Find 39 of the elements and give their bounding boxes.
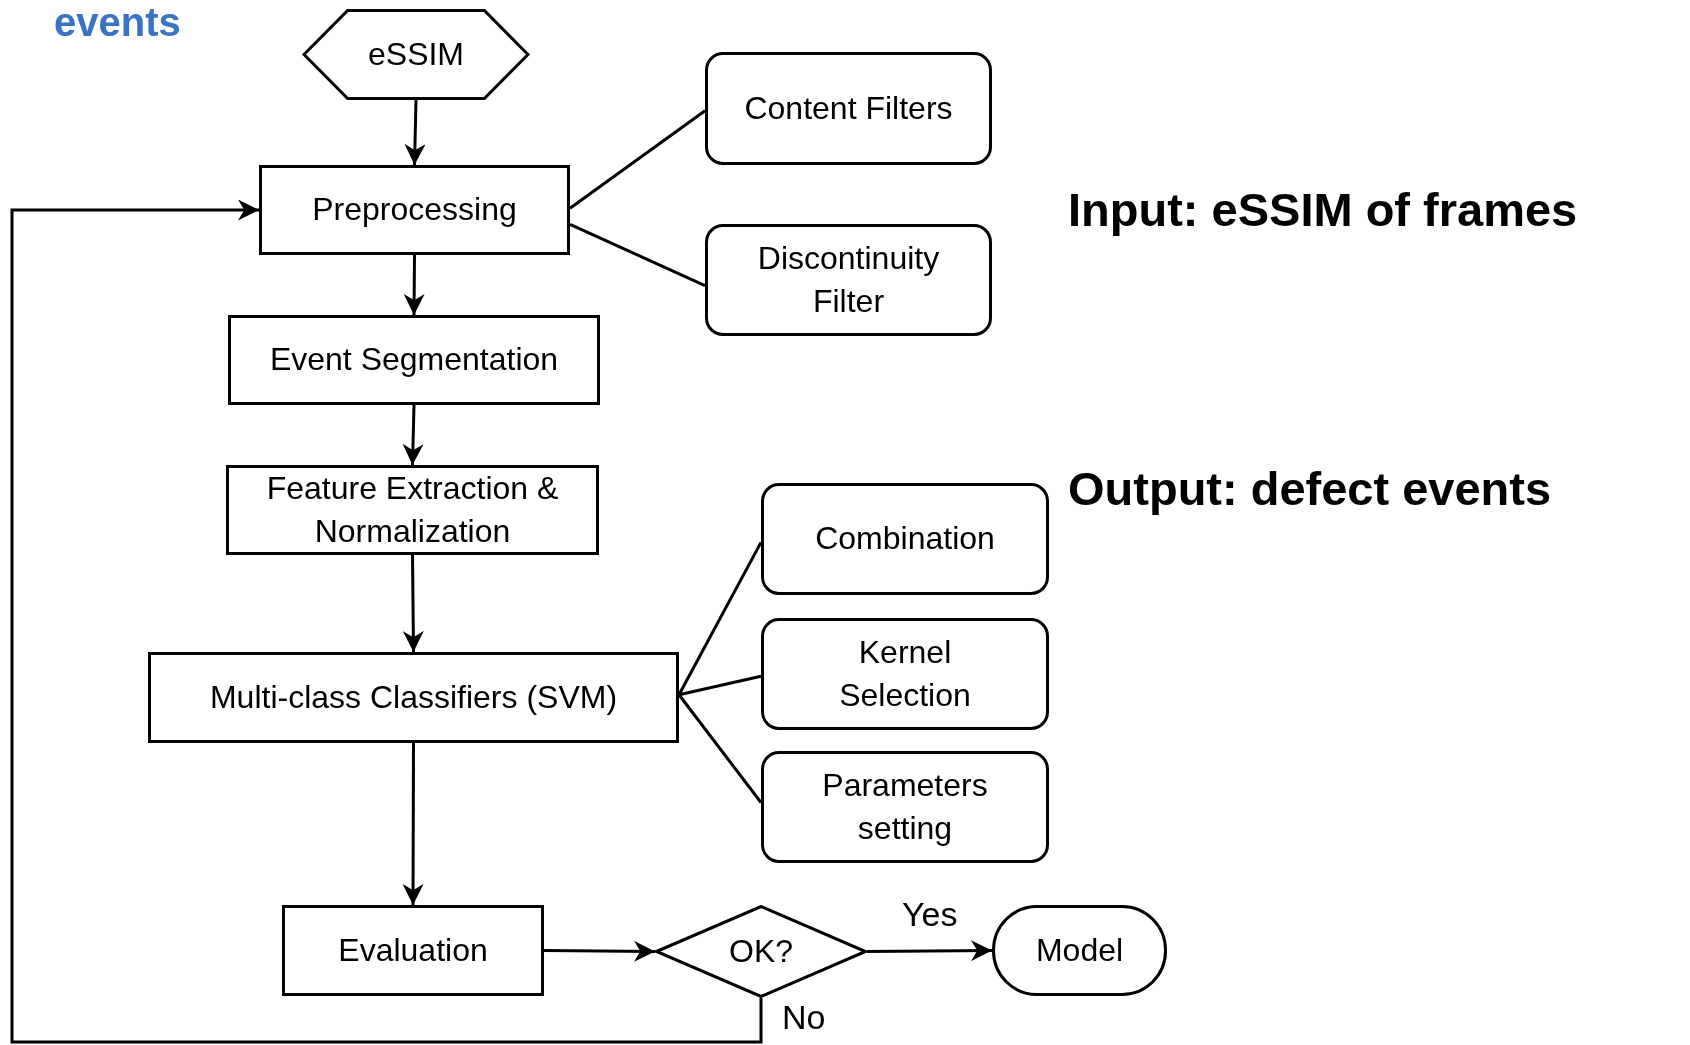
node-text: Multi-class Classifiers (SVM)	[209, 677, 618, 717]
node-text: Evaluation	[338, 930, 488, 970]
node-text: Model	[1035, 930, 1124, 970]
arrow	[402, 404, 424, 466]
arrow	[402, 555, 424, 652]
decision-diamond	[655, 905, 867, 998]
rounded-box	[705, 52, 992, 165]
node-text: Parameters setting	[821, 765, 989, 848]
node-text: Combination	[815, 519, 995, 559]
connector-line	[569, 109, 706, 210]
process-box	[226, 465, 599, 555]
arrow	[402, 743, 424, 905]
rounded-box	[761, 483, 1049, 595]
node-text: Discontinuity Filter	[756, 238, 941, 321]
arrow	[404, 99, 426, 166]
connector-line	[677, 693, 763, 804]
connector-line	[677, 541, 763, 696]
rounded-box	[761, 751, 1049, 863]
node-text: eSSIM	[368, 34, 464, 74]
node-text: Preprocessing	[312, 190, 517, 230]
heading: events	[54, 2, 181, 42]
arrow	[10, 199, 763, 1044]
node-text: Content Filters	[744, 88, 953, 128]
node-text: Kernel Selection	[838, 632, 972, 715]
process-box	[228, 315, 600, 405]
rounded-box	[705, 224, 992, 336]
hexagon-box	[302, 9, 530, 100]
arrow	[544, 940, 655, 962]
connector-line	[569, 223, 706, 287]
node-text: OK?	[729, 931, 793, 971]
process-box	[259, 165, 570, 255]
node-text: Feature Extraction & Normalization	[265, 468, 560, 551]
rounded-box	[761, 618, 1049, 730]
process-box	[282, 905, 544, 996]
process-box	[148, 652, 679, 743]
arrow	[867, 940, 992, 962]
arrow	[403, 255, 425, 315]
node-text: Event Segmentation	[269, 340, 559, 380]
connector-line	[678, 674, 762, 697]
